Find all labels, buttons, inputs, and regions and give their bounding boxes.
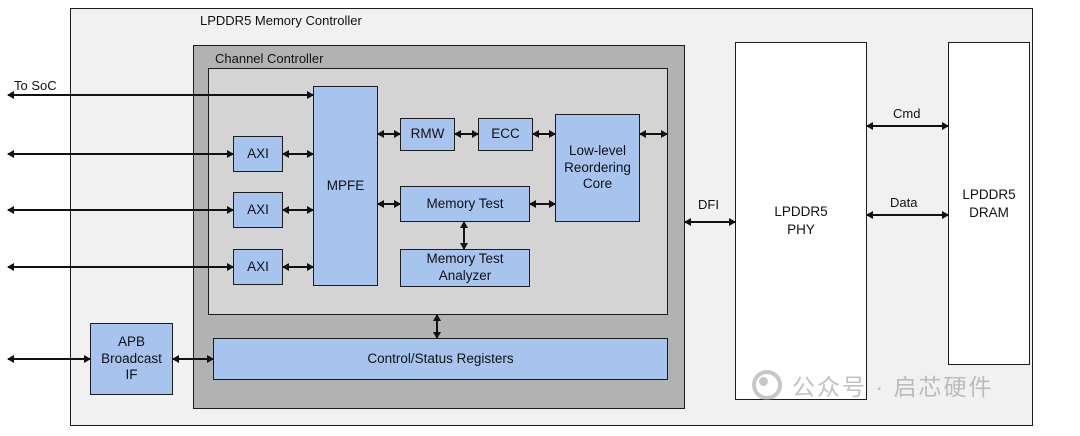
channel-controller-label: Channel Controller	[215, 51, 324, 66]
arrow-memtest-reordering	[529, 200, 556, 208]
arrow-mpfe-rmw	[377, 130, 401, 138]
arrow-axi2-mpfe	[282, 263, 314, 271]
watermark-logo-icon	[752, 370, 782, 400]
block-memory-test: Memory Test	[400, 186, 530, 222]
watermark: 公众号 · 启芯硬件	[752, 368, 993, 402]
block-axi-2: AXI	[233, 249, 283, 285]
block-rmw: RMW	[400, 118, 455, 151]
to-soc-label: To SoC	[14, 78, 57, 93]
arrow-rmw-ecc	[454, 130, 479, 138]
arrow-dfi	[684, 218, 736, 226]
arrow-ecc-reordering	[532, 130, 556, 138]
arrow-axi0-mpfe	[282, 150, 314, 158]
block-lpddr5-dram: LPDDR5 DRAM	[948, 42, 1030, 365]
block-axi-1: AXI	[233, 192, 283, 228]
memory-controller-label: LPDDR5 Memory Controller	[200, 13, 362, 28]
block-control-status-registers: Control/Status Registers	[213, 338, 668, 380]
arrow-soc-axi-0	[7, 150, 234, 158]
block-mpfe: MPFE	[313, 86, 378, 286]
cmd-label: Cmd	[893, 106, 921, 121]
watermark-text: 公众号 · 启芯硬件	[792, 374, 994, 400]
block-apb-broadcast-if: APB Broadcast IF	[90, 323, 173, 395]
arrow-data	[866, 211, 949, 219]
arrow-apb-csr	[172, 355, 214, 363]
arrow-cmd	[866, 122, 949, 130]
block-lpddr5-phy: LPDDR5 PHY	[735, 42, 867, 400]
arrow-axi1-mpfe	[282, 206, 314, 214]
arrow-soc-axi-2	[7, 263, 234, 271]
arrow-soc-mpfe	[7, 91, 314, 99]
arrow-reordering-out	[639, 130, 668, 138]
data-label: Data	[890, 195, 918, 210]
dfi-label: DFI	[698, 197, 719, 212]
arrow-mpfe-memtest	[377, 200, 401, 208]
block-reordering-core: Low-level Reordering Core	[555, 114, 640, 222]
arrow-memtest-analyzer	[460, 221, 468, 250]
arrow-datapath-csr	[433, 314, 441, 339]
arrow-soc-apb	[7, 355, 91, 363]
arrow-soc-axi-1	[7, 206, 234, 214]
block-ecc: ECC	[478, 118, 533, 151]
block-axi-0: AXI	[233, 136, 283, 172]
block-memory-test-analyzer: Memory Test Analyzer	[400, 249, 530, 287]
